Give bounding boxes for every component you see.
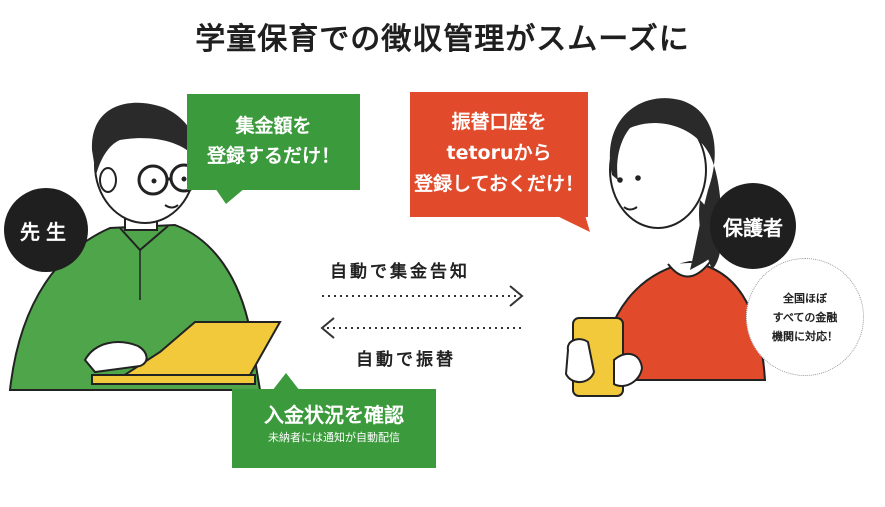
parent-figure [564,98,767,397]
teacher-badge: 先生 [4,188,88,272]
bubble-line: 登録するだけ！ [206,145,340,167]
bubble-tail-teacher-bottom [272,373,300,391]
bubble-main-text: 入金状況を確認 [264,403,404,427]
note-line: 全国ほぼ [783,291,827,305]
bubble-line: 集金額を [235,115,312,137]
payment-status-bubble: 入金状況を確認 未納者には通知が自動配信 [232,389,436,468]
bubble-tail-parent [555,215,590,232]
bubble-line: 登録しておくだけ！ [414,173,584,195]
flow-label-collection-notice: 自動で集金告知 [330,262,470,282]
arrow-right-head [509,285,524,307]
parent-badge: 保護者 [710,183,796,269]
teacher-speech-bubble: 集金額を 登録するだけ！ [187,94,360,190]
parent-speech-bubble: 振替口座を tetoruから 登録しておくだけ！ [410,92,588,217]
bubble-line: 振替口座を [451,111,547,133]
bubble-sub-text: 未納者には通知が自動配信 [268,431,400,444]
bubble-tail-teacher-top [215,188,245,204]
flow-label-auto-transfer: 自動で振替 [356,350,456,370]
bank-support-note: 全国ほぼ すべての金融 機関に対応！ [746,258,864,376]
note-line: すべての金融 [772,310,838,324]
bubble-line: tetoruから [446,142,552,164]
teacher-figure [8,102,282,391]
note-line: 機関に対応！ [772,329,838,343]
arrow-left-head [320,317,335,339]
page-title: 学童保育での徴収管理がスムーズに [195,22,690,57]
